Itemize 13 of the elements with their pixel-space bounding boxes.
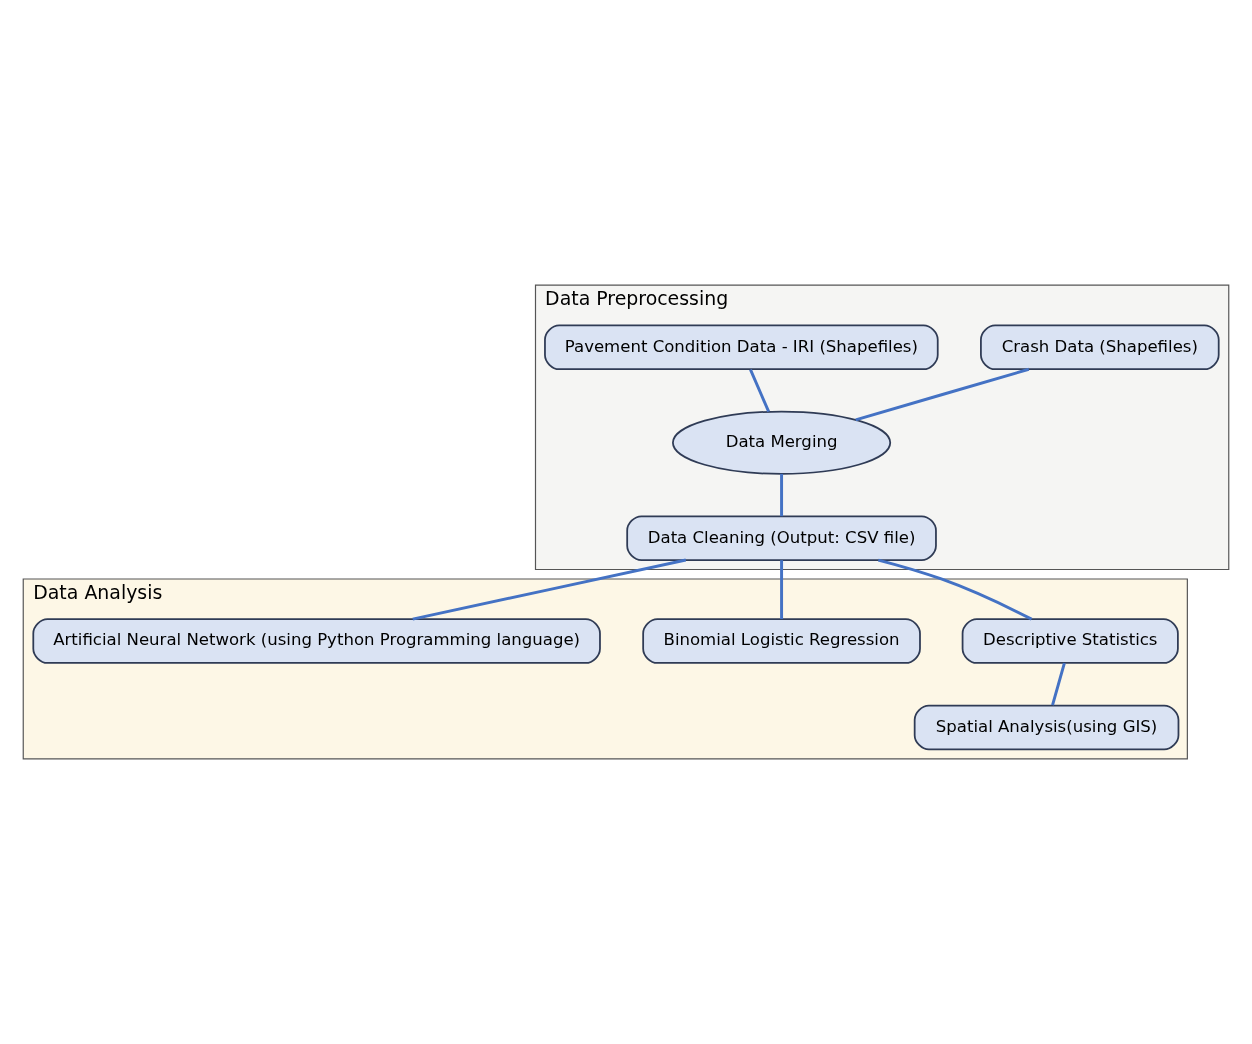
node-box: Artificial Neural Network (using Python Programming language) <box>32 618 601 664</box>
node-ellipse: Data Merging <box>672 410 892 475</box>
connector <box>855 367 1030 422</box>
node-box: Crash Data (Shapefiles) <box>980 324 1220 371</box>
connector <box>749 369 770 413</box>
node-box: Binomial Logistic Regression <box>642 618 921 664</box>
connector <box>780 473 784 517</box>
node-box: Spatial Analysis(using GIS) <box>913 704 1180 751</box>
connector <box>780 560 784 620</box>
node-box: Descriptive Statistics <box>961 618 1179 664</box>
node-box: Pavement Condition Data - IRI (Shapefiles) <box>544 324 939 371</box>
connector <box>1051 662 1066 706</box>
node-box: Data Cleaning (Output: CSV file) <box>626 515 937 561</box>
